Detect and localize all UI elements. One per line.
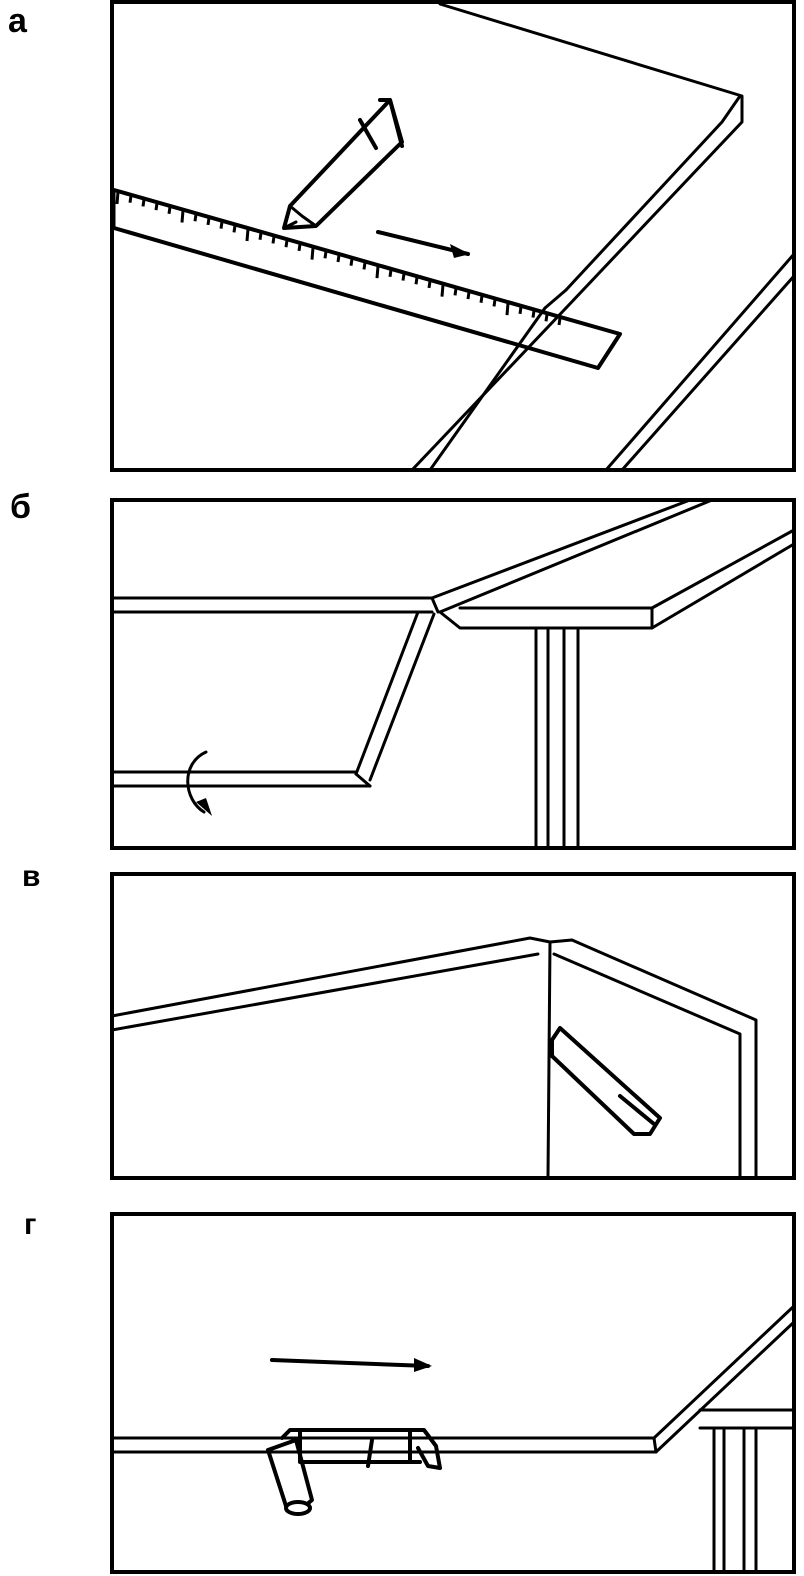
panel-b-drawing	[112, 500, 794, 848]
ruler-tick	[208, 218, 209, 225]
ruler-tick	[221, 222, 222, 229]
ruler-tick	[442, 285, 443, 297]
ruler-tick	[533, 311, 534, 318]
ruler-tick	[468, 292, 469, 299]
ruler-tick	[520, 307, 521, 314]
ruler-tick	[559, 318, 560, 325]
ruler-tick	[507, 303, 508, 315]
ruler-tick	[390, 270, 391, 277]
ruler-tick	[546, 314, 547, 321]
ruler-tick	[299, 244, 300, 251]
ruler-tick	[481, 296, 482, 303]
ruler-tick	[182, 211, 183, 223]
ruler-tick	[377, 266, 378, 278]
panel-g-drawing	[112, 1306, 794, 1572]
ruler-tick	[130, 196, 131, 203]
panel-v-drawing	[112, 938, 756, 1176]
ruler-tick	[364, 262, 365, 269]
panel-a-drawing	[114, 4, 794, 470]
ruler-tick	[117, 192, 118, 204]
ruler-tick	[325, 251, 326, 258]
ruler-tick	[416, 277, 417, 284]
ruler-tick	[169, 207, 170, 214]
ruler-tick	[195, 214, 196, 221]
ruler-tick	[494, 299, 495, 306]
ruler-tick	[403, 274, 404, 281]
ruler-tick	[273, 236, 274, 243]
ruler-tick	[455, 288, 456, 295]
ruler-tick	[260, 233, 261, 240]
ruler-tick	[234, 225, 235, 232]
ruler-tick	[156, 203, 157, 210]
ruler-ticks	[117, 192, 560, 325]
ruler-tick	[429, 281, 430, 288]
ruler-tick	[351, 259, 352, 266]
ruler-tick	[247, 229, 248, 241]
ruler-tick	[338, 255, 339, 262]
ruler-tick	[286, 240, 287, 247]
ruler-tick	[143, 199, 144, 206]
ruler-tick	[312, 248, 313, 260]
